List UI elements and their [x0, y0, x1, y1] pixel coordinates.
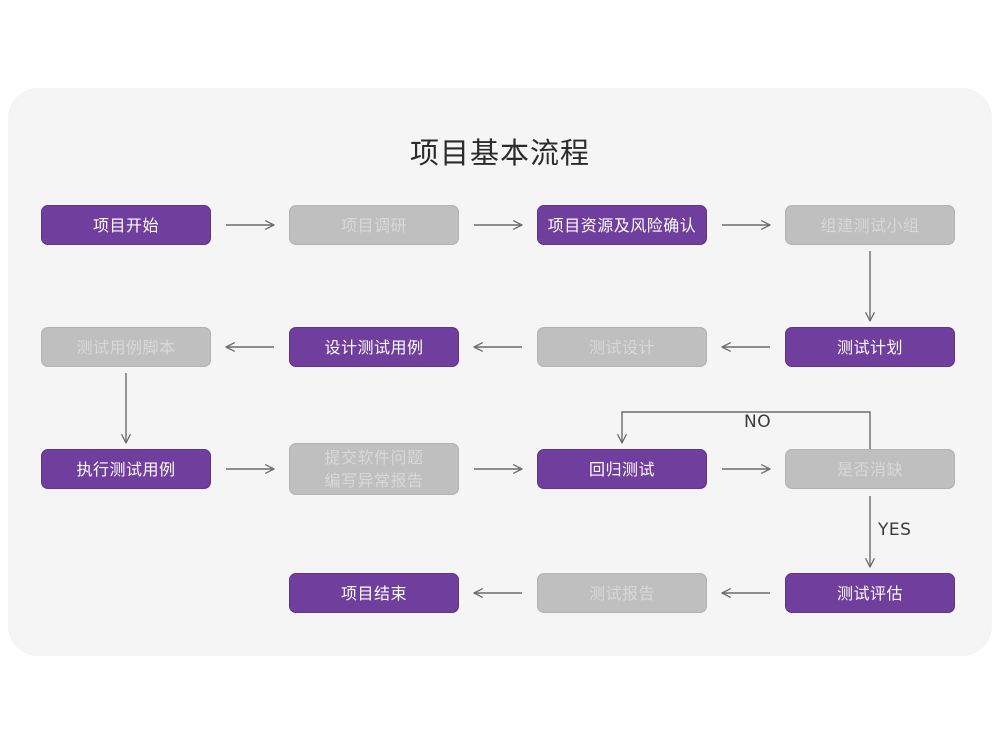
edge-label-yes: YES — [878, 520, 912, 540]
node-submit-issue-report[interactable]: 提交软件问题 编写异常报告 — [289, 443, 459, 495]
node-test-design[interactable]: 测试设计 — [537, 327, 707, 367]
node-execute-test-cases[interactable]: 执行测试用例 — [41, 449, 211, 489]
node-test-plan[interactable]: 测试计划 — [785, 327, 955, 367]
node-design-test-cases[interactable]: 设计测试用例 — [289, 327, 459, 367]
node-test-report[interactable]: 测试报告 — [537, 573, 707, 613]
node-test-case-script[interactable]: 测试用例脚本 — [41, 327, 211, 367]
node-project-start[interactable]: 项目开始 — [41, 205, 211, 245]
node-resource-risk-confirm[interactable]: 项目资源及风险确认 — [537, 205, 707, 245]
node-project-end[interactable]: 项目结束 — [289, 573, 459, 613]
node-regression-test[interactable]: 回归测试 — [537, 449, 707, 489]
diagram-panel — [8, 88, 992, 656]
page-title: 项目基本流程 — [409, 136, 590, 170]
edge-label-no: NO — [744, 412, 772, 432]
node-test-evaluation[interactable]: 测试评估 — [785, 573, 955, 613]
node-defect-cleared-decision[interactable]: 是否消缺 — [785, 449, 955, 489]
node-project-research[interactable]: 项目调研 — [289, 205, 459, 245]
node-form-test-team[interactable]: 组建测试小组 — [785, 205, 955, 245]
